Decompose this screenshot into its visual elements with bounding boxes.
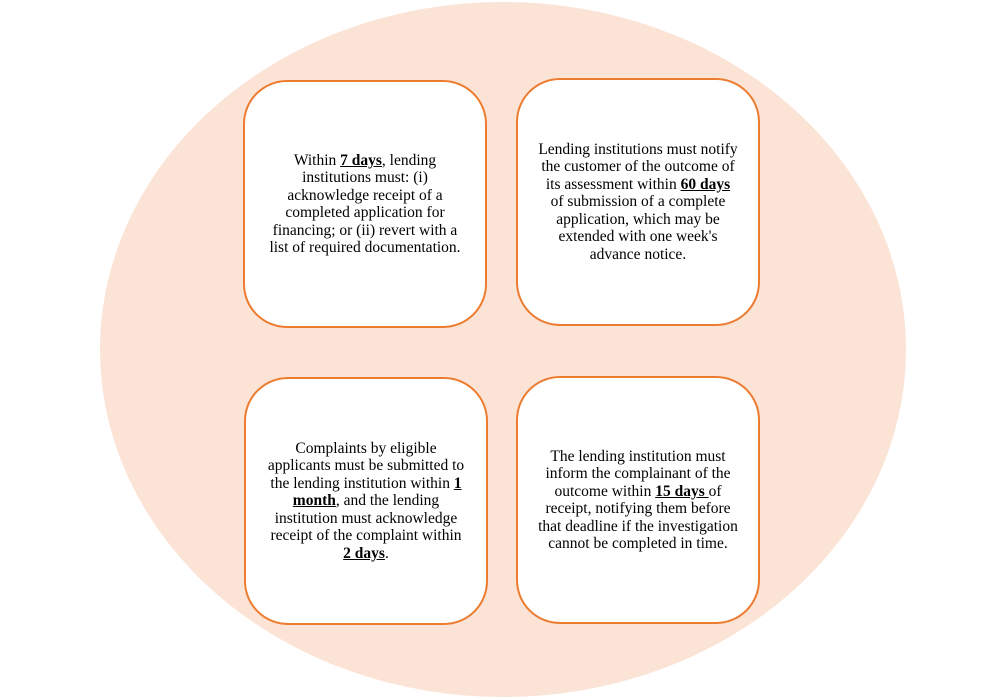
card-text-part: , and the lending institution must ackno… [270, 492, 462, 545]
card-complaint-outcome: The lending institution must inform the … [516, 376, 760, 624]
deadline-2-days: 2 days [343, 544, 385, 562]
card-text-part: . [384, 544, 389, 562]
deadline-7-days: 7 days [340, 151, 382, 169]
card-text-part: , lending institutions must: (i) acknowl… [269, 151, 461, 257]
card-complaint-submission-text: Complaints by eligible applicants must b… [266, 440, 466, 563]
card-application-acknowledgement-text: Within 7 days, lending institutions must… [265, 152, 465, 257]
card-complaint-submission: Complaints by eligible applicants must b… [244, 377, 488, 625]
card-text-part: Lending institutions must notify the cus… [538, 140, 738, 193]
card-complaint-outcome-text: The lending institution must inform the … [538, 448, 738, 553]
card-text-part: Within [293, 151, 341, 169]
background-ellipse [100, 2, 906, 697]
card-text-part: of receipt, notifying them before that d… [538, 482, 738, 553]
card-text-part: The lending institution must inform the … [545, 447, 731, 500]
card-text-part: of submission of a complete application,… [550, 193, 726, 263]
deadline-1-month: 1 month [292, 474, 462, 510]
card-application-acknowledgement: Within 7 days, lending institutions must… [243, 80, 487, 328]
deadline-15-days: 15 days [655, 482, 709, 500]
card-text-part: Complaints by eligible applicants must b… [267, 439, 465, 492]
card-assessment-outcome-text: Lending institutions must notify the cus… [538, 141, 738, 264]
card-assessment-outcome: Lending institutions must notify the cus… [516, 78, 760, 326]
deadline-60-days: 60 days [680, 175, 731, 193]
